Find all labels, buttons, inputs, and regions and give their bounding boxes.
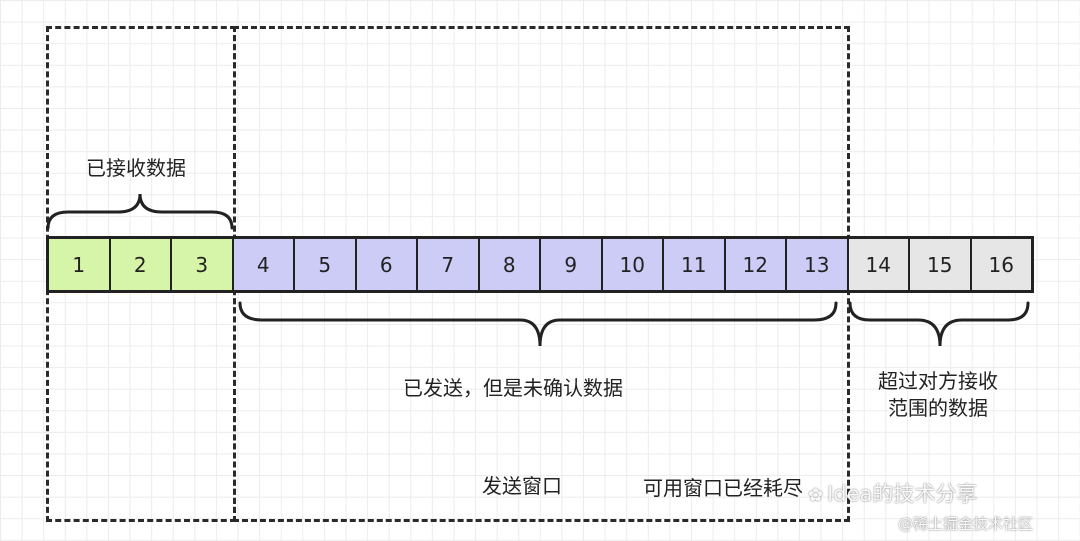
- beyond-label-line2: 范围的数据: [888, 396, 988, 420]
- segment-cell-beyond: 15: [910, 239, 972, 290]
- window-exhausted-label: 可用窗口已经耗尽: [643, 476, 803, 500]
- segment-cell-received: 1: [49, 239, 111, 290]
- send-window-label: 发送窗口: [482, 474, 562, 498]
- segment-cell-sent: 4: [233, 239, 295, 290]
- segment-cell-sent: 10: [602, 239, 664, 290]
- segment-cell-beyond: 14: [848, 239, 910, 290]
- segment-cell-sent: 11: [664, 239, 726, 290]
- byte-sequence-strip: 1 2 3 4 5 6 7 8 9 10 11 12 13 14 15 16: [46, 236, 1034, 293]
- watermark-author-text: Idea的技术分享: [827, 482, 978, 506]
- watermark-author: ✿Idea的技术分享: [808, 478, 977, 508]
- segment-cell-sent: 5: [295, 239, 357, 290]
- segment-cell-sent: 13: [787, 239, 849, 290]
- received-data-label: 已接收数据: [86, 156, 186, 180]
- beyond-label-line1: 超过对方接收: [878, 369, 998, 393]
- segment-cell-sent: 6: [356, 239, 418, 290]
- wechat-icon: ✿: [808, 485, 824, 506]
- segment-cell-sent: 7: [418, 239, 480, 290]
- beyond-receive-window-label: 超过对方接收 范围的数据: [878, 368, 998, 422]
- beyond-brace: [848, 301, 1030, 347]
- segment-cell-sent: 8: [479, 239, 541, 290]
- segment-cell-beyond: 16: [971, 239, 1031, 290]
- segment-cell-sent: 9: [541, 239, 603, 290]
- segment-cell-received: 2: [110, 239, 172, 290]
- sent-unacked-label: 已发送，但是未确认数据: [403, 376, 623, 400]
- watermark-site: @稀土掘金技术社区: [898, 515, 1034, 533]
- segment-cell-sent: 12: [725, 239, 787, 290]
- segment-cell-received: 3: [172, 239, 234, 290]
